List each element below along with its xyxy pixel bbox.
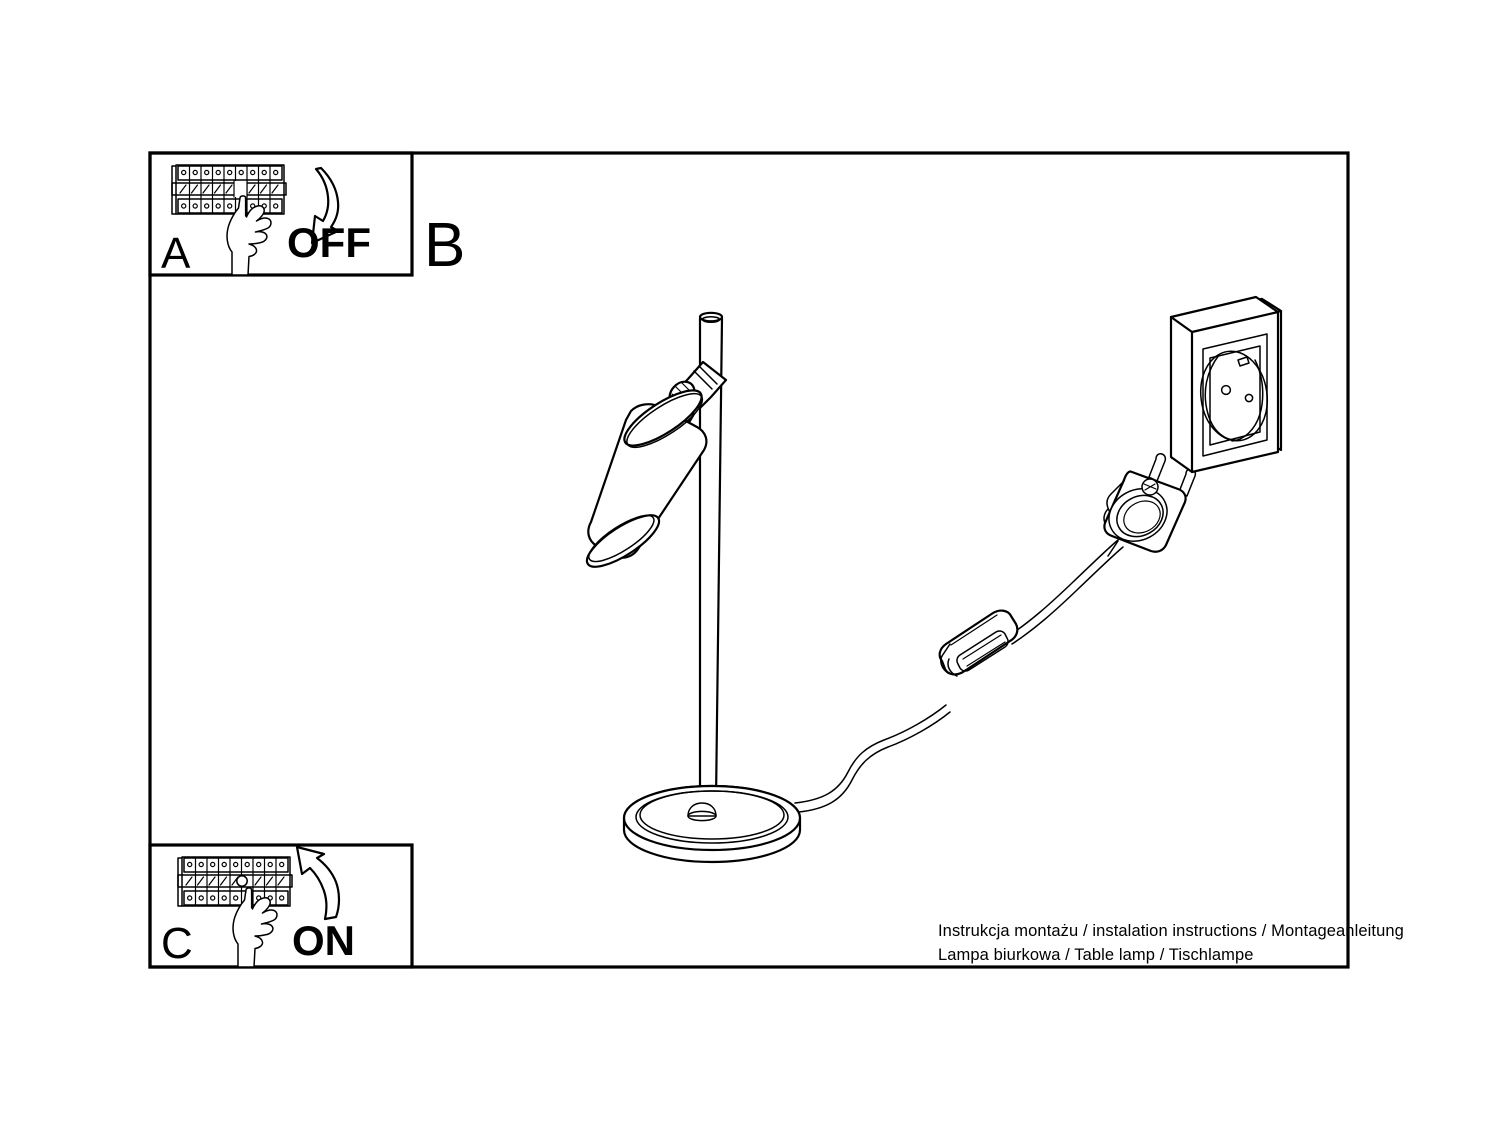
lamp-base [622,784,802,864]
caption-line-2: Lampa biurkowa / Table lamp / Tischlampe [938,945,1254,964]
panel-c-hand-icon [232,887,278,968]
panel-c [148,843,414,969]
caption-block: Instrukcja montażu / instalation instruc… [938,920,1404,968]
panel-c-border [148,843,414,969]
panel-a-breaker-icon [171,164,287,215]
panel-c-breaker-icon [177,856,293,907]
panel-a-hand-icon [226,195,272,276]
power-cable [794,539,1124,813]
panel-b-label: B [424,211,466,280]
caption-line-1: Instrukcja montażu / instalation instruc… [938,922,1404,940]
panel-c-arrow-up-icon [295,845,341,921]
panel-c-label: C [161,919,193,968]
panel-a [148,151,414,277]
panel-a-border [148,151,414,277]
power-plug-icon [1103,453,1197,557]
wall-socket-icon [1169,295,1283,474]
inline-cord-switch-icon [938,609,1019,677]
panel-a-label: A [161,229,191,278]
lamp-shade [585,389,708,568]
panel-a-arrow-down-icon [310,166,340,245]
panel-a-action-label: OFF [287,219,371,266]
page-border [148,151,1350,969]
panel-c-action-label: ON [292,917,355,964]
panel-b-lamp-icon [585,295,1283,864]
